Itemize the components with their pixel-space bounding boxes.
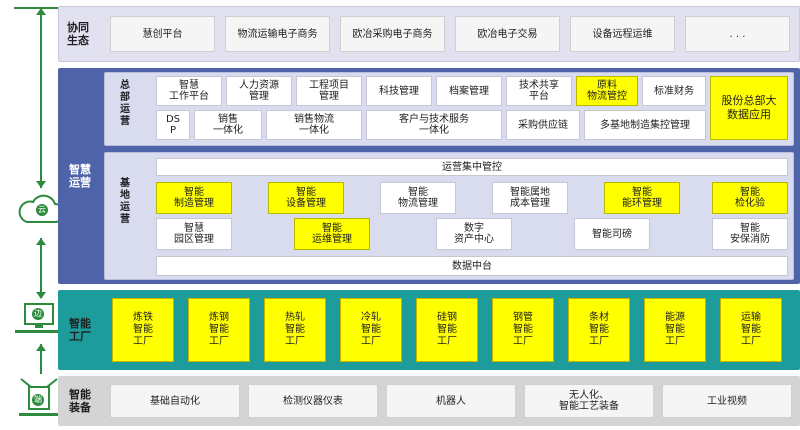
base-item[interactable]: 智能 能环管理 [604,182,680,214]
rail-mid-segment [40,238,42,298]
rail-bottom-arrow-up [36,344,46,351]
hq-item[interactable]: 原料 物流管控 [576,76,638,106]
device-icon-label: 端 [32,394,44,406]
base-item[interactable]: 数字 资产中心 [436,218,512,250]
hq-item[interactable]: DS P [156,110,190,140]
rail-bottom-segment [40,344,42,374]
base-label: 基地运营 [120,178,130,225]
rail-top-segment [40,8,42,188]
rail-mid-arrow-up [36,238,46,245]
hq-item[interactable]: 科技管理 [366,76,432,106]
base-item[interactable]: 智能 检化验 [712,182,788,214]
collab-item[interactable]: 欧冶采购电子商务 [340,16,445,52]
hq-item[interactable]: 销售 一体化 [194,110,262,140]
computer-icon-wrap: 边 [10,300,68,340]
computer-icon-label: 边 [32,308,44,320]
collab-item[interactable]: 欧冶电子交易 [455,16,560,52]
hq-item[interactable]: 销售物流 一体化 [266,110,362,140]
ops-control-bar[interactable]: 运营集中管控 [156,158,788,176]
base-item[interactable]: 智慧 园区管理 [156,218,232,250]
base-item[interactable]: 智能属地 成本管理 [492,182,568,214]
hq-item[interactable]: 客户与技术服务 一体化 [366,110,502,140]
hq-item[interactable]: 档案管理 [436,76,502,106]
factory-item[interactable]: 硅钢 智能 工厂 [416,298,478,362]
cloud-icon-label: 云 [36,204,48,216]
equip-item[interactable]: 无人化、 智能工艺装备 [524,384,654,418]
hq-item[interactable]: 人力资源 管理 [226,76,292,106]
hq-item[interactable]: 采购供应链 [506,110,580,140]
rail-arrow-down [36,181,46,188]
collab-item[interactable]: . . . [685,16,790,52]
hq-item[interactable]: 智慧 工作平台 [156,76,222,106]
collab-label: 协同 生态 [67,21,89,47]
factory-label: 智能 工厂 [69,317,91,343]
factory-item[interactable]: 运输 智能 工厂 [720,298,782,362]
data-platform-bar[interactable]: 数据中台 [156,256,788,276]
base-item[interactable]: 智能 设备管理 [268,182,344,214]
factory-item[interactable]: 炼铁 智能 工厂 [112,298,174,362]
base-item[interactable]: 智能 物流管理 [380,182,456,214]
rail-mid-arrow-down [36,292,46,299]
base-item[interactable]: 智能 安保消防 [712,218,788,250]
hq-item[interactable]: 多基地制造集控管理 [584,110,706,140]
factory-item[interactable]: 热轧 智能 工厂 [264,298,326,362]
base-item[interactable]: 智能司磅 [574,218,650,250]
hq-item[interactable]: 技术共享 平台 [506,76,572,106]
hq-item[interactable]: 标准财务 [642,76,706,106]
factory-item[interactable]: 条材 智能 工厂 [568,298,630,362]
factory-item[interactable]: 炼钢 智能 工厂 [188,298,250,362]
collab-item[interactable]: 慧创平台 [110,16,215,52]
equip-item[interactable]: 基础自动化 [110,384,240,418]
collab-item[interactable]: 物流运输电子商务 [225,16,330,52]
device-icon-wrap: 端 [10,372,68,420]
factory-item[interactable]: 冷轧 智能 工厂 [340,298,402,362]
equip-item[interactable]: 检测仪器仪表 [248,384,378,418]
hq-big-data-box[interactable]: 股份总部大 数据应用 [710,76,788,140]
equip-label: 智能 装备 [69,388,91,414]
hq-item[interactable]: 工程项目 管理 [296,76,362,106]
factory-item[interactable]: 能源 智能 工厂 [644,298,706,362]
base-item[interactable]: 智能 制造管理 [156,182,232,214]
collab-item[interactable]: 设备远程运维 [570,16,675,52]
equip-item[interactable]: 机器人 [386,384,516,418]
rail-arrow-up [36,8,46,15]
smart-ops-label: 智慧 运营 [69,163,91,189]
equip-item[interactable]: 工业视频 [662,384,792,418]
factory-item[interactable]: 钢管 智能 工厂 [492,298,554,362]
base-item[interactable]: 智能 运维管理 [294,218,370,250]
hq-label: 总部运营 [120,80,130,127]
